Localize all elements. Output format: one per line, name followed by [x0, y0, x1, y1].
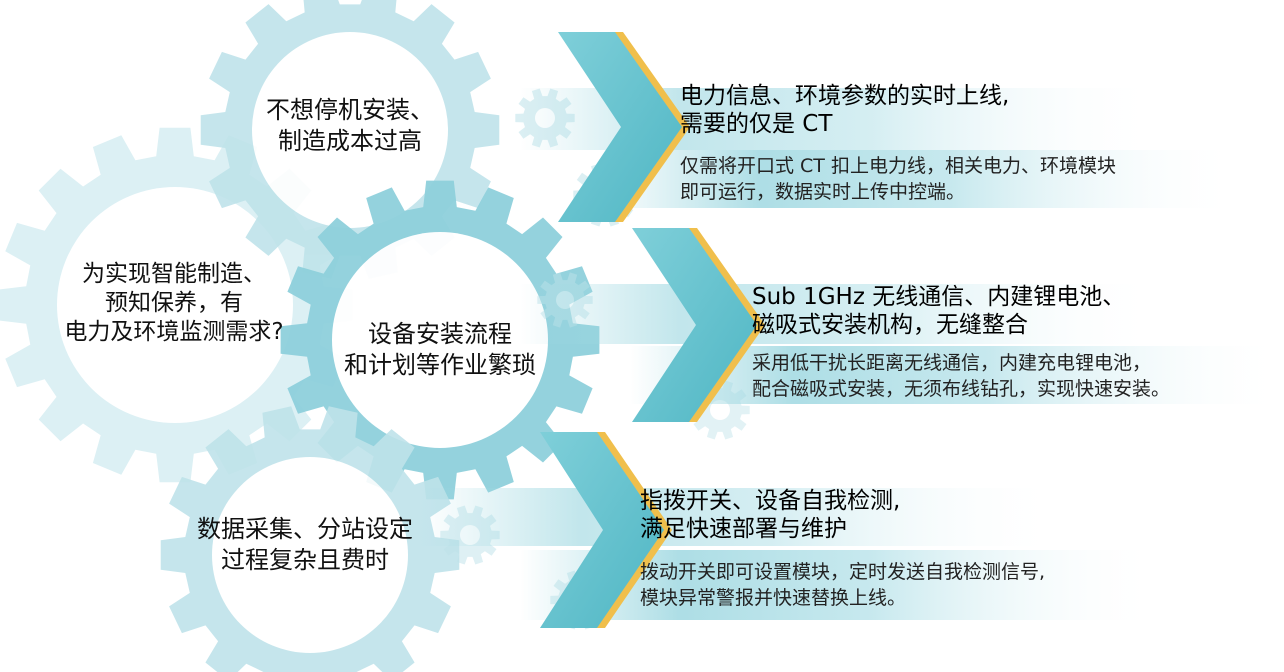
arrow-chevron-1	[558, 32, 690, 222]
result-band-3	[420, 488, 1160, 620]
pain-point-line: 设备安装流程	[368, 320, 512, 348]
solution-title-3: 指拨开关、设备自我检测, 满足快速部署与维护	[640, 487, 900, 543]
solution-desc-1: 仅需将开口式 CT 扣上电力线，相关电力、环境模块 即可运行，数据实时上传中控端…	[680, 153, 1116, 205]
pain-point-line: 制造成本过高	[278, 127, 422, 155]
arrow-chevron-2	[632, 228, 765, 422]
solution-desc-line: 拨动开关即可设置模块，定时发送自我检测信号,	[640, 561, 1046, 583]
solution-desc-line: 即可运行，数据实时上传中控端。	[680, 181, 966, 203]
pain-point-line: 和计划等作业繁琐	[344, 351, 536, 379]
pain-point-line: 过程复杂且费时	[221, 546, 389, 574]
pain-point-1: 不想停机安装、 制造成本过高	[230, 95, 470, 157]
pain-point-2: 设备安装流程 和计划等作业繁琐	[315, 319, 565, 381]
solution-title-2: Sub 1GHz 无线通信、内建锂电池、 磁吸式安装机构，无缝整合	[752, 283, 1125, 339]
solution-desc-line: 采用低干扰长距离无线通信，内建充电锂电池，	[752, 352, 1152, 374]
gear-icon	[160, 406, 460, 672]
result-band-2	[520, 284, 1284, 404]
solution-desc-2: 采用低干扰长距离无线通信，内建充电锂电池， 配合磁吸式安装，无须布线钻孔，实现快…	[752, 350, 1170, 402]
solution-desc-line: 配合磁吸式安装，无须布线钻孔，实现快速安装。	[752, 378, 1171, 400]
pain-point-3: 数据采集、分站设定 过程复杂且费时	[180, 514, 430, 576]
solution-title-line: 满足快速部署与维护	[640, 516, 847, 542]
solution-desc-line: 仅需将开口式 CT 扣上电力线，相关电力、环境模块	[680, 155, 1116, 177]
center-question-line: 电力及环境监测需求?	[64, 319, 284, 345]
pain-point-line: 不想停机安装、	[266, 96, 434, 124]
center-question-line: 为实现智能制造、	[82, 261, 266, 287]
solution-title-line: 需要的仅是 CT	[680, 111, 833, 137]
solution-title-line: 磁吸式安装机构，无缝整合	[752, 312, 1028, 338]
gear-icon	[280, 180, 600, 500]
solution-title-line: Sub 1GHz 无线通信、内建锂电池、	[752, 284, 1126, 310]
center-question: 为实现智能制造、 预知保养，有 电力及环境监测需求?	[24, 260, 324, 347]
arrow-chevron-3	[540, 432, 672, 628]
solution-title-line: 电力信息、环境参数的实时上线,	[680, 83, 1010, 109]
center-question-line: 预知保养，有	[105, 290, 243, 316]
pain-point-line: 数据采集、分站设定	[197, 515, 413, 543]
gear-icons	[0, 0, 750, 672]
solution-desc-3: 拨动开关即可设置模块，定时发送自我检测信号, 模块异常警报并快速替换上线。	[640, 559, 1045, 611]
solution-title-line: 指拨开关、设备自我检测,	[640, 488, 901, 514]
solution-title-1: 电力信息、环境参数的实时上线, 需要的仅是 CT	[680, 82, 1009, 138]
solution-desc-line: 模块异常警报并快速替换上线。	[640, 587, 907, 609]
